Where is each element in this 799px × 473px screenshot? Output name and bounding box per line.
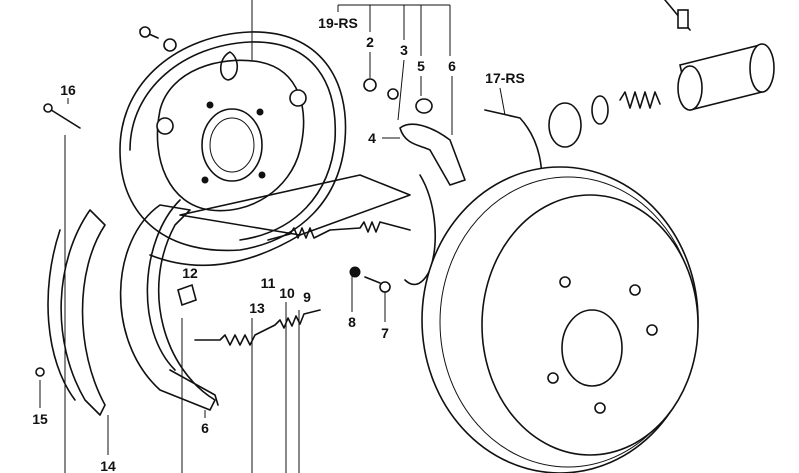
label-16: 16 <box>60 82 76 98</box>
backing-plate <box>119 31 347 267</box>
label-6-top: 6 <box>448 58 456 74</box>
label-9: 9 <box>303 289 311 305</box>
label-6-bottom: 6 <box>201 420 209 436</box>
label-10: 10 <box>279 285 295 301</box>
label-14: 14 <box>100 458 116 473</box>
leader-lines <box>39 0 506 473</box>
label-7: 7 <box>381 325 389 341</box>
bolt-nut <box>349 266 391 293</box>
label-5: 5 <box>417 58 425 74</box>
label-11: 11 <box>261 275 276 291</box>
label-17-rs: 17-RS <box>485 70 525 86</box>
label-19-rs: 19-RS <box>318 15 358 31</box>
bolts-top <box>43 26 177 129</box>
wheel-cylinder <box>548 0 775 148</box>
label-13: 13 <box>249 300 265 316</box>
label-12: 12 <box>182 265 198 281</box>
label-4: 4 <box>368 130 376 146</box>
label-2: 2 <box>366 34 374 50</box>
springs <box>177 221 411 346</box>
label-3: 3 <box>400 42 408 58</box>
label-15: 15 <box>32 411 48 427</box>
brake-drum <box>421 166 699 473</box>
label-8: 8 <box>348 314 356 330</box>
